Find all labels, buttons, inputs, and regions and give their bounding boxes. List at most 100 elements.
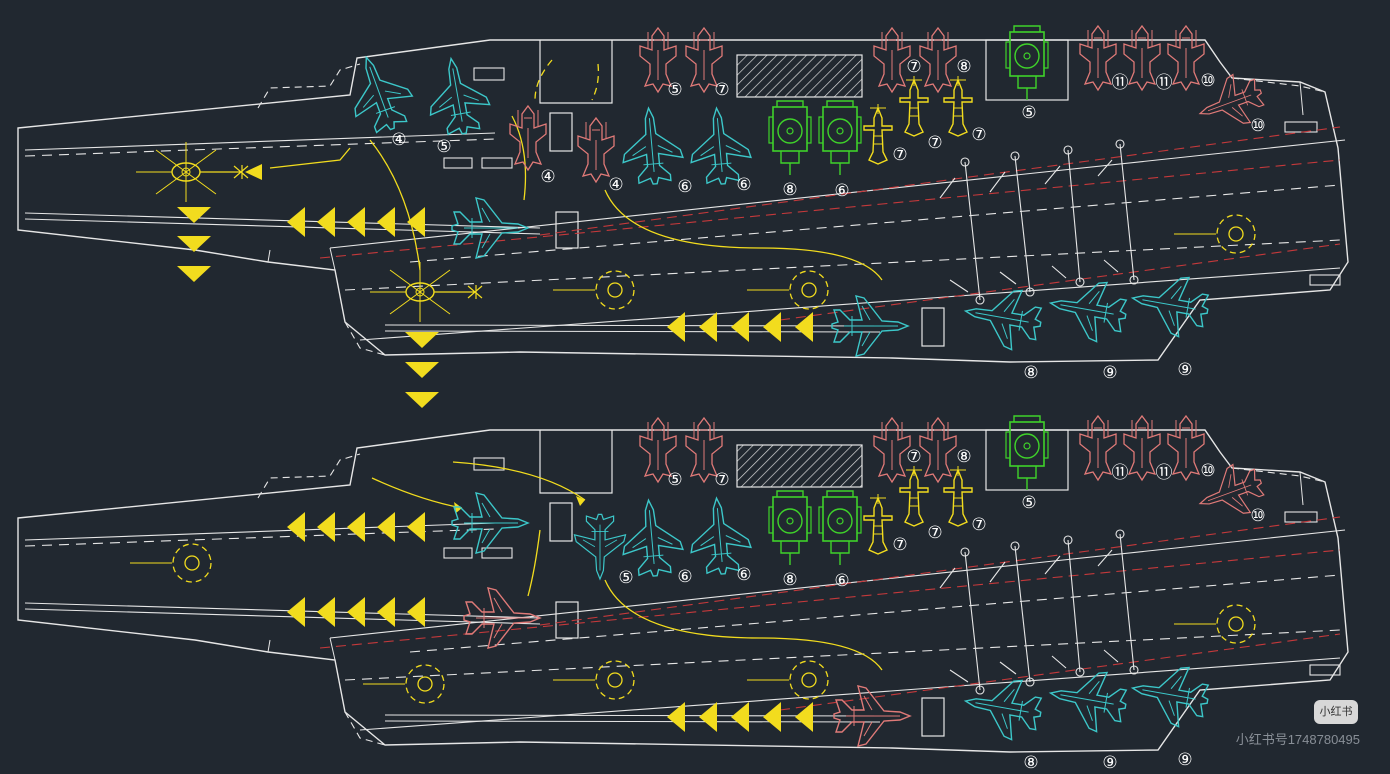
launch-arrow-icon [407, 207, 425, 237]
parking-label: ⑦ [927, 523, 942, 543]
parking-label: ④ [608, 175, 623, 195]
fighter-icon [451, 492, 529, 554]
parking-label: ⑥ [677, 177, 692, 197]
helicopter-icon [369, 261, 483, 323]
launch-arrow-icon [731, 312, 749, 342]
parking-label: ⑤ [667, 470, 682, 490]
parking-label: ⑧ [956, 57, 971, 77]
arrow-down-icon [177, 266, 211, 282]
folded-fighter-icon [509, 105, 547, 171]
fighter-icon [1126, 267, 1214, 342]
aew-aircraft-icon [1005, 415, 1049, 491]
arrow-down-icon [405, 362, 439, 378]
folded-fighter-icon [1167, 25, 1205, 91]
fighter-icon [1126, 657, 1214, 732]
launch-arrow-icon [763, 312, 781, 342]
parking-label: ⑦ [714, 470, 729, 490]
folded-fighter-icon [1167, 415, 1205, 481]
launch-arrow-icon [347, 207, 365, 237]
parking-label: ⑥ [736, 175, 751, 195]
folded-fighter-icon [919, 417, 957, 483]
launch-arrow-icon [763, 702, 781, 732]
launch-arrow-icon [377, 597, 395, 627]
deck-bottom: ⑤ ⑦ ⑤ ⑥ ⑥ ⑧ ⑥ ⑦ ⑦ ⑦ ⑦ ⑧ ⑤ ⑪ ⑪ ⑩ ⑩ ⑧ ⑨ ⑨ [17, 415, 1349, 773]
launch-arrow-icon [287, 207, 305, 237]
parking-label: ⑤ [667, 80, 682, 100]
deck-outline [17, 39, 1349, 363]
parking-label: ⑦ [892, 535, 907, 555]
parking-label: ⑤ [436, 137, 451, 157]
parking-label: ⑥ [834, 181, 849, 201]
arrow-down-icon [177, 236, 211, 252]
folded-fighter-icon [873, 417, 911, 483]
parking-label: ⑩ [1250, 506, 1265, 526]
parking-label: ⑩ [1250, 116, 1265, 136]
launch-arrow-icon [377, 512, 395, 542]
landing-spot-icon [552, 270, 635, 310]
deck-top: ④ ⑤ ④ ④ ⑤ ⑦ ⑥ ⑥ ⑧ ⑥ ⑦ ⑦ ⑦ ⑦ ⑧ ⑤ ⑪ ⑪ ⑩ ⑩ … [17, 25, 1349, 408]
parking-label: ⑤ [618, 568, 633, 588]
arrow-down-icon [405, 332, 439, 348]
aew-aircraft-icon [768, 100, 812, 176]
parking-label: ⑦ [906, 447, 921, 467]
watermark-badge: 小红书 [1314, 700, 1358, 724]
parking-label: ⑥ [736, 565, 751, 585]
launch-arrow-icon [287, 597, 305, 627]
parking-label: ⑦ [906, 57, 921, 77]
parking-label: ⑩ [1200, 71, 1215, 91]
launch-arrow-icon [699, 702, 717, 732]
aew-aircraft-icon [768, 490, 812, 566]
parking-label: ⑩ [1200, 461, 1215, 481]
parking-label: ⑦ [892, 145, 907, 165]
parking-label: ⑧ [1023, 363, 1038, 383]
landing-spot-icon [552, 660, 635, 700]
parking-label: ④ [540, 167, 555, 187]
deck-outline [17, 429, 1349, 753]
arrow-down-icon [177, 207, 211, 223]
parking-label: ⑦ [971, 515, 986, 535]
parking-label: ⑦ [971, 125, 986, 145]
arrow-down-icon [405, 392, 439, 408]
parking-label: ⑨ [1177, 360, 1192, 380]
fighter-icon [463, 587, 541, 649]
fighter-icon [451, 197, 529, 259]
landing-spot-icon [746, 660, 829, 700]
landing-spot-icon [129, 543, 212, 583]
parking-label: ⑧ [782, 180, 797, 200]
launch-arrow-icon [287, 512, 305, 542]
watermark: 小红书号1748780495 [1235, 732, 1360, 747]
aew-aircraft-icon [818, 490, 862, 566]
landing-spot-icon [746, 270, 829, 310]
fighter-icon [420, 52, 495, 140]
launch-arrow-icon [317, 597, 335, 627]
folded-fighter-icon [919, 27, 957, 93]
parking-label: ⑥ [834, 571, 849, 591]
launch-arrow-icon [377, 207, 395, 237]
parking-label: ⑪ [1112, 463, 1129, 483]
fighter-icon [617, 104, 686, 188]
parking-label: ⑧ [782, 570, 797, 590]
folded-fighter-icon [873, 27, 911, 93]
parking-label: ⑨ [1177, 750, 1192, 770]
launch-arrow-icon [347, 597, 365, 627]
parking-label: ④ [391, 130, 406, 150]
parking-label: ⑦ [714, 80, 729, 100]
launch-arrow-icon [699, 312, 717, 342]
parking-label: ⑨ [1102, 363, 1117, 383]
propeller-aircraft-icon [863, 493, 893, 555]
parking-label: ⑦ [927, 133, 942, 153]
fighter-icon [617, 496, 686, 580]
launch-arrow-icon [347, 512, 365, 542]
launch-arrow-icon [407, 512, 425, 542]
parking-label: ⑪ [1112, 73, 1129, 93]
aew-aircraft-icon [1005, 25, 1049, 101]
parking-label: ⑤ [1021, 493, 1036, 513]
launch-arrow-icon [317, 512, 335, 542]
propeller-aircraft-icon [863, 103, 893, 165]
parking-label: ⑪ [1156, 73, 1173, 93]
parking-label: ⑤ [1021, 103, 1036, 123]
launch-arrow-icon [317, 207, 335, 237]
parking-label: ⑧ [956, 447, 971, 467]
